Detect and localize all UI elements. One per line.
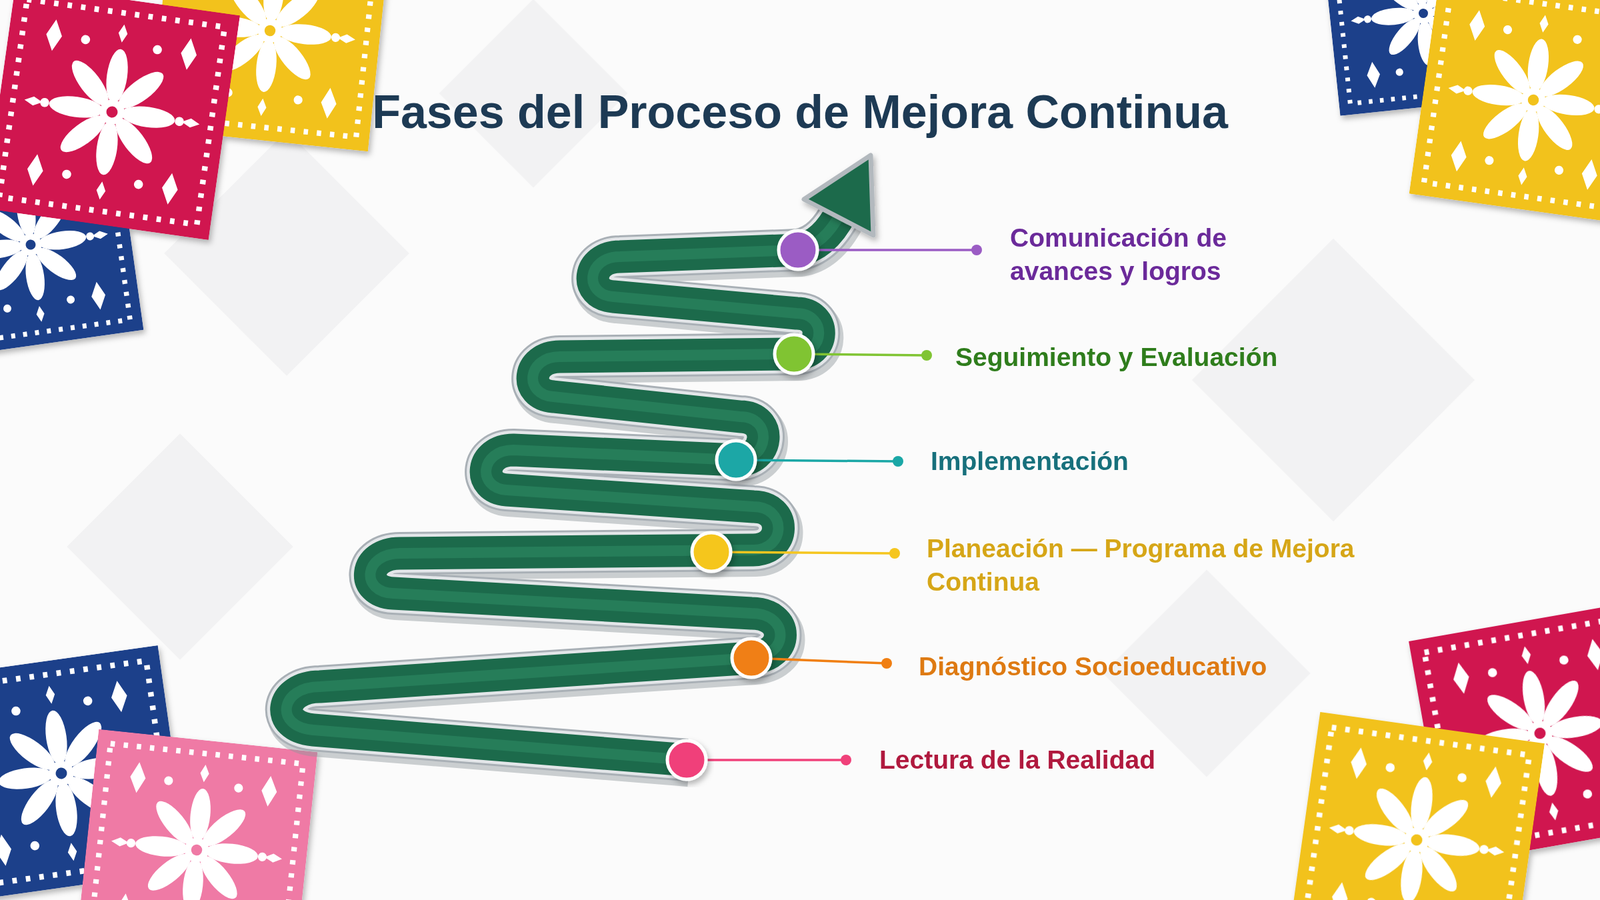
leader-dot	[921, 350, 932, 361]
phase-label: Diagnóstico Socioeducativo	[918, 650, 1519, 684]
phase-label: Seguimiento y Evaluación	[955, 340, 1556, 374]
phase-marker	[667, 740, 706, 780]
leader-line	[736, 460, 898, 462]
phase-label: Comunicación de avances y logros	[1010, 221, 1290, 288]
phase-label: Planeación — Programa de Mejora Continua	[926, 532, 1367, 599]
phase-marker	[778, 230, 818, 270]
papel-picado-sheet	[1409, 0, 1600, 224]
leader-dot	[889, 548, 900, 559]
leader-dot	[881, 658, 892, 669]
phase-marker	[774, 334, 814, 374]
phase-marker	[692, 532, 731, 572]
ribbon-body	[286, 212, 842, 760]
phase-marker	[716, 440, 756, 480]
leader-line	[711, 552, 895, 554]
diagram-title: Fases del Proceso de Mejora Continua	[0, 84, 1600, 140]
ribbon-arrowhead	[804, 155, 874, 236]
papel-picado-sheet	[1288, 712, 1545, 900]
papel-picado-sheet	[76, 729, 318, 900]
background-tile	[1192, 238, 1475, 522]
leader-dot	[892, 456, 904, 467]
leader-line	[798, 248, 977, 252]
leader-dot	[971, 244, 982, 256]
phase-marker	[732, 638, 771, 678]
leader-dot	[840, 754, 852, 766]
phase-label: Implementación	[930, 444, 1531, 478]
leader-line	[686, 758, 846, 762]
background-tile	[66, 433, 293, 660]
ribbon-highlight	[286, 212, 842, 760]
ribbon-silver	[286, 212, 842, 760]
phase-label: Lectura de la Realidad	[879, 743, 1480, 777]
papel-picado-sheet	[0, 0, 240, 240]
ribbon-edge	[286, 212, 842, 760]
